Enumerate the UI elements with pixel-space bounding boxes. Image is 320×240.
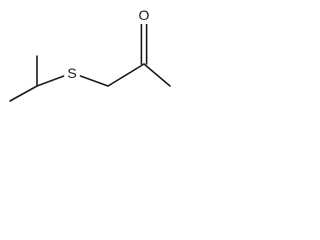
single-bond-6 bbox=[143, 63, 171, 87]
single-bond-3 bbox=[79, 75, 109, 87]
single-bond-2 bbox=[36, 75, 65, 87]
bonds-layer bbox=[9, 23, 171, 102]
oxygen-label-bg bbox=[136, 6, 152, 24]
atoms-layer: S O bbox=[65, 6, 152, 81]
atom-label-oxygen: O bbox=[139, 7, 150, 23]
single-bond-0 bbox=[9, 85, 38, 102]
atom-label-sulfur: S bbox=[67, 65, 76, 81]
single-bond-4 bbox=[107, 63, 145, 87]
molecule-diagram: S O bbox=[9, 6, 171, 102]
sulfur-label-bg bbox=[65, 65, 79, 81]
